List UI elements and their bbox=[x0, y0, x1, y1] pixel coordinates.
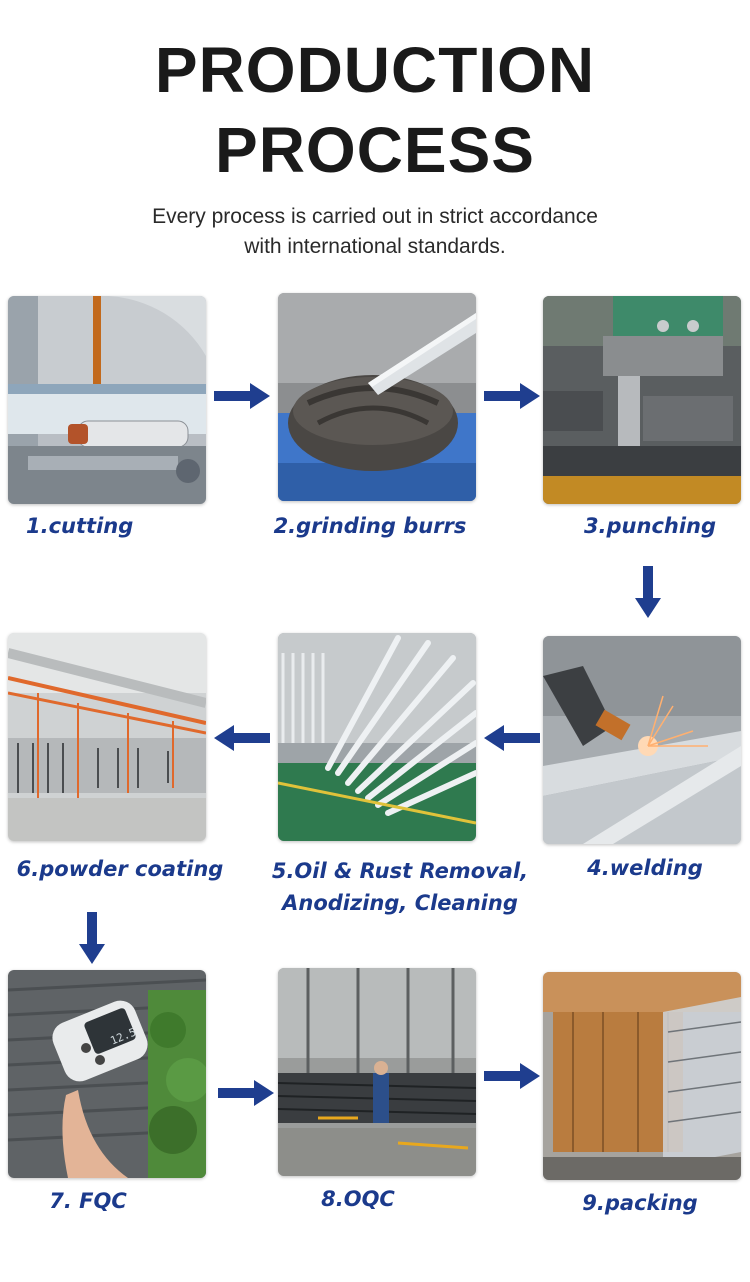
photo-grinding-burrs bbox=[278, 293, 476, 501]
page-title-line1: PRODUCTION bbox=[154, 34, 596, 106]
photo-punching bbox=[543, 296, 741, 504]
photo-welding bbox=[543, 636, 741, 844]
arrow-left-5-6 bbox=[214, 725, 270, 751]
subtitle-line1: Every process is carried out in strict a… bbox=[152, 205, 598, 228]
step-label-powder-coating: 6.powder coating bbox=[16, 857, 224, 881]
arrow-right-2-3 bbox=[484, 383, 540, 409]
step-label-oil-rust-removal-line2: Anodizing, Cleaning bbox=[282, 891, 518, 915]
photo-packing bbox=[543, 972, 741, 1180]
arrow-down-6-7 bbox=[79, 912, 105, 964]
step-label-oil-rust-removal-line1: 5.Oil & Rust Removal, bbox=[271, 859, 529, 883]
step-label-packing: 9.packing bbox=[582, 1191, 698, 1215]
arrow-right-7-8 bbox=[218, 1080, 274, 1106]
page-title-line2: PROCESS bbox=[215, 114, 535, 186]
step-label-fqc: 7. FQC bbox=[49, 1189, 127, 1213]
subtitle-line2: with international standards. bbox=[244, 235, 506, 258]
step-label-oqc: 8.OQC bbox=[321, 1187, 395, 1211]
step-label-grinding-burrs: 2.grinding burrs bbox=[273, 514, 467, 538]
photo-powder-coating bbox=[8, 633, 206, 841]
photo-oil-rust-removal bbox=[278, 633, 476, 841]
photo-fqc bbox=[8, 970, 206, 1178]
step-label-welding: 4.welding bbox=[587, 856, 703, 880]
step-label-punching: 3.punching bbox=[583, 514, 717, 538]
photo-cutting bbox=[8, 296, 206, 504]
arrow-down-3-4 bbox=[635, 566, 661, 618]
arrow-right-8-9 bbox=[484, 1063, 540, 1089]
step-label-cutting: 1.cutting bbox=[26, 514, 134, 538]
photo-oqc bbox=[278, 968, 476, 1176]
arrow-right-1-2 bbox=[214, 383, 270, 409]
arrow-left-4-5 bbox=[484, 725, 540, 751]
